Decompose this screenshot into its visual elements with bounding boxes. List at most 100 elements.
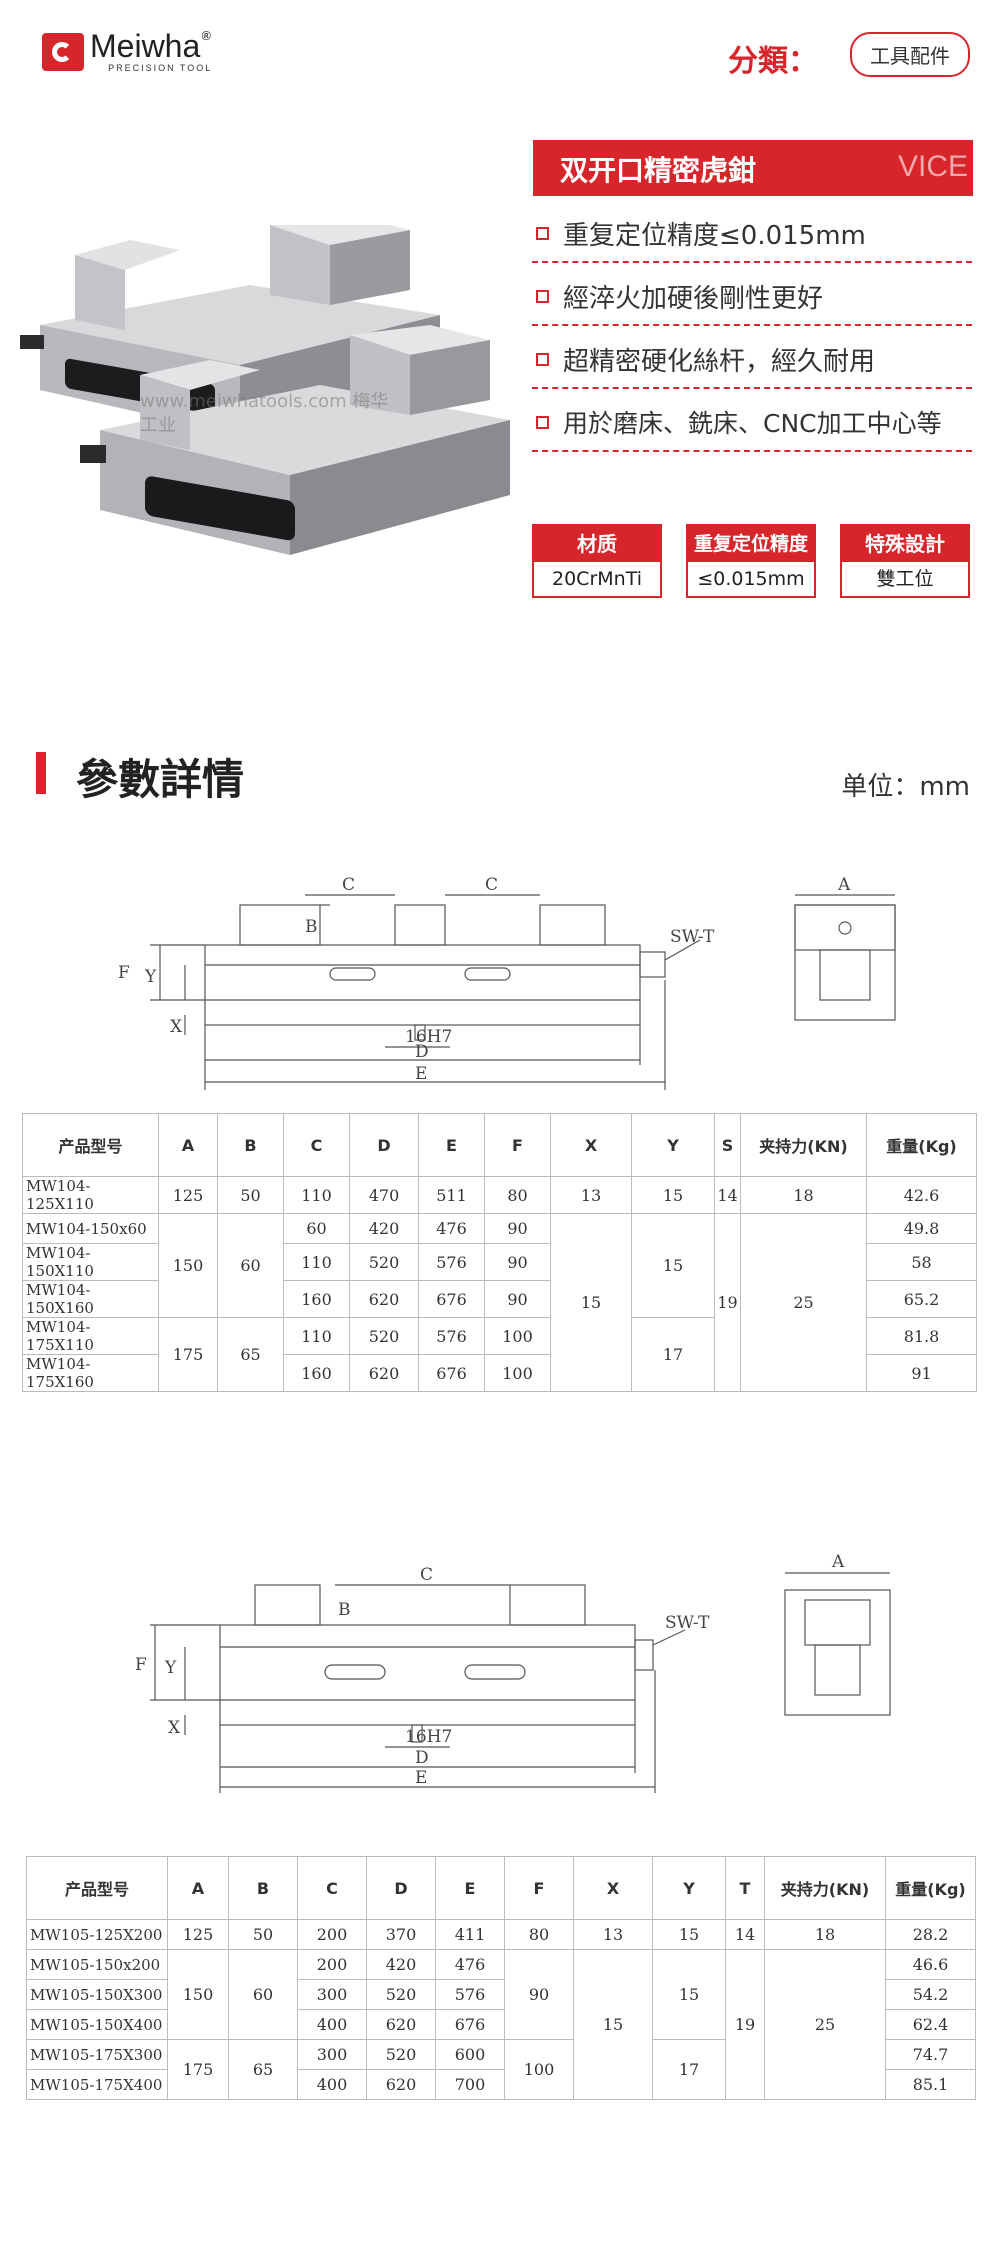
model-cell: MW105-175X400 — [26, 2069, 168, 2100]
table-cell: 15 — [631, 1176, 715, 1214]
table-cell: 160 — [283, 1354, 350, 1392]
dim-c-label: C — [420, 1565, 433, 1585]
table-cell: 15 — [652, 1919, 726, 1950]
model-cell: MW104-175X110 — [22, 1317, 159, 1355]
product-image — [20, 225, 510, 555]
brand-reg: ® — [200, 29, 213, 43]
table-cell: 60 — [283, 1213, 350, 1244]
product-title-en: VICE — [898, 150, 969, 183]
model-cell: MW104-175X160 — [22, 1354, 159, 1392]
table-cell: 65 — [217, 1317, 284, 1392]
dim-sw-label: SW-T — [670, 927, 715, 947]
table-cell: 470 — [349, 1176, 419, 1214]
table-cell: 80 — [484, 1176, 551, 1214]
section-marker — [36, 752, 46, 794]
square-bullet-icon — [536, 352, 549, 366]
dim-e-label: E — [415, 1768, 427, 1788]
table-cell: 81.8 — [866, 1317, 977, 1355]
table-cell: 90 — [504, 1949, 574, 2040]
table-cell: 576 — [418, 1317, 485, 1355]
table-cell: 85.1 — [885, 2069, 976, 2100]
table-cell: 58 — [866, 1243, 977, 1281]
watermark: www.meiwhatools.com 梅华工业 — [140, 391, 389, 436]
table-cell: 576 — [435, 1979, 505, 2010]
product-title: 双开口精密虎鉗 — [560, 154, 757, 187]
dim-c1-label: C — [342, 875, 355, 895]
spec-table-2: 产品型号 A B C D E F X Y T 夹持力(KN) 重量(Kg) MW… — [26, 1856, 976, 2100]
brand-logo: Meiwha® PRECISION TOOL — [42, 30, 212, 73]
table-cell: 411 — [435, 1919, 505, 1950]
table-cell: 13 — [550, 1176, 632, 1214]
feature-item: 超精密硬化絲杆，經久耐用 — [532, 331, 972, 389]
table-cell: 300 — [297, 2039, 367, 2070]
feature-item: 重复定位精度≤0.015mm — [532, 205, 972, 263]
model-cell: MW105-150x200 — [26, 1949, 168, 1980]
category-pill[interactable]: 工具配件 — [850, 32, 970, 77]
table-cell: 62.4 — [885, 2009, 976, 2040]
table-cell: 150 — [158, 1213, 218, 1318]
table-cell: 17 — [652, 2039, 726, 2100]
model-cell: MW105-175X300 — [26, 2039, 168, 2070]
dim-f-label: F — [118, 963, 130, 983]
table-cell: 46.6 — [885, 1949, 976, 1980]
table-cell: 476 — [418, 1213, 485, 1244]
table-cell: 175 — [167, 2039, 229, 2100]
dim-sw-label: SW-T — [665, 1613, 710, 1633]
table-cell: 600 — [435, 2039, 505, 2070]
dim-d-label: D — [415, 1042, 429, 1062]
table-cell: 19 — [725, 1949, 765, 2100]
dim-d-label: D — [415, 1748, 429, 1768]
table-cell: 14 — [725, 1919, 765, 1950]
table-cell: 676 — [435, 2009, 505, 2040]
dim-b-label: B — [305, 917, 318, 937]
table-cell: 676 — [418, 1354, 485, 1392]
table-cell: 50 — [217, 1176, 284, 1214]
table-cell: 620 — [349, 1354, 419, 1392]
table-cell: 476 — [435, 1949, 505, 1980]
table-cell: 125 — [158, 1176, 218, 1214]
table-cell: 90 — [484, 1213, 551, 1244]
table-cell: 700 — [435, 2069, 505, 2100]
feature-item: 用於磨床、銑床、CNC加工中心等 — [532, 394, 972, 452]
table-cell: 42.6 — [866, 1176, 977, 1214]
square-bullet-icon — [536, 226, 549, 240]
title-bar — [533, 140, 973, 196]
brand-sub: PRECISION TOOL — [108, 63, 213, 73]
table-cell: 25 — [740, 1213, 867, 1392]
table-cell: 300 — [297, 1979, 367, 2010]
table-cell: 49.8 — [866, 1213, 977, 1244]
table-cell: 14 — [714, 1176, 741, 1214]
table-cell: 15 — [631, 1213, 715, 1318]
table-cell: 620 — [366, 2009, 436, 2040]
table-cell: 74.7 — [885, 2039, 976, 2070]
table-cell: 65 — [228, 2039, 298, 2100]
table-cell: 90 — [484, 1243, 551, 1281]
table-cell: 90 — [484, 1280, 551, 1318]
table-cell: 50 — [228, 1919, 298, 1950]
table-cell: 620 — [366, 2069, 436, 2100]
table-cell: 65.2 — [866, 1280, 977, 1318]
model-cell: MW105-125X200 — [26, 1919, 168, 1950]
table-cell: 520 — [349, 1317, 419, 1355]
dim-a-label: A — [831, 1552, 845, 1572]
table-cell: 576 — [418, 1243, 485, 1281]
table-cell: 18 — [740, 1176, 867, 1214]
square-bullet-icon — [536, 289, 549, 303]
section-title: 參數詳情 — [76, 755, 245, 804]
brand-name: Meiwha — [90, 28, 201, 64]
spec-card-accuracy: 重复定位精度 ≤0.015mm — [686, 524, 816, 598]
dim-x-label: X — [170, 1017, 183, 1037]
table-cell: 110 — [283, 1317, 350, 1355]
table-cell: 25 — [764, 1949, 886, 2100]
table-cell: 150 — [167, 1949, 229, 2040]
table-cell: 15 — [573, 1949, 653, 2100]
